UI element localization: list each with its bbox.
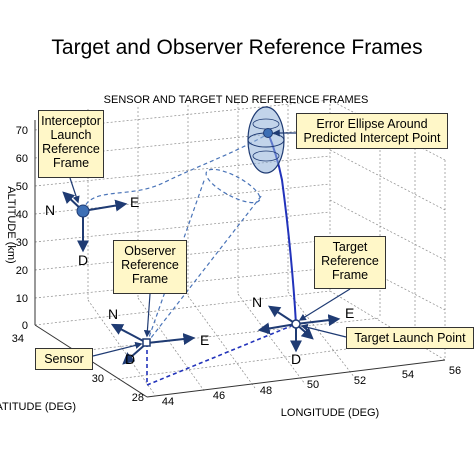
x-tick: 46 [213, 390, 225, 402]
target-launch-marker [291, 319, 301, 329]
callout-line: Target [332, 240, 368, 254]
target-frame [257, 305, 341, 353]
sensor-marker [142, 338, 151, 347]
interceptor-n-label: N [45, 202, 55, 218]
y-tick: 30 [92, 373, 104, 385]
callout-line: Reference [321, 254, 379, 268]
x-tick: 52 [354, 375, 366, 387]
callout-line: Error Ellipse Around [316, 117, 428, 131]
observer-d-label: D [125, 351, 135, 367]
plot-title: SENSOR AND TARGET NED REFERENCE FRAMES [104, 94, 369, 106]
callout-leaders [69, 129, 351, 357]
z-tick: 70 [16, 125, 28, 137]
z-axis-label: ALTITUDE (km) [5, 186, 17, 263]
interceptor-frame-callout: Interceptor Launch Reference Frame [38, 110, 104, 178]
target-e-label: E [345, 305, 354, 321]
z-tick: 0 [22, 320, 28, 332]
callout-line: Interceptor [41, 114, 101, 128]
x-tick: 56 [449, 365, 461, 377]
observer-frame-callout: Observer Reference Frame [113, 240, 187, 294]
observer-e-label: E [200, 332, 209, 348]
target-d-label: D [291, 351, 301, 367]
x-tick-labels: 44 46 48 50 52 54 56 [162, 365, 461, 408]
z-tick: 40 [16, 209, 28, 221]
interceptor-flyout-path [82, 133, 269, 212]
x-tick: 48 [260, 385, 272, 397]
callout-line: Frame [131, 272, 169, 286]
sensor-callout: Sensor [35, 348, 93, 370]
page-title: Target and Observer Reference Frames [51, 36, 423, 59]
target-frame-callout: Target Reference Frame [314, 236, 386, 289]
y-tick: 34 [12, 333, 24, 345]
callout-line: Sensor [44, 352, 84, 366]
callout-line: Reference [42, 142, 100, 156]
callout-line: Frame [52, 156, 90, 170]
z-tick-labels: 0 10 20 30 40 50 60 70 [16, 125, 28, 332]
observer-n-label: N [108, 306, 118, 322]
callout-line: Frame [331, 268, 369, 282]
x-tick: 44 [162, 396, 174, 408]
interceptor-e-label: E [130, 194, 139, 210]
target-launch-point-callout: Target Launch Point [346, 327, 474, 349]
interceptor-d-label: D [78, 252, 88, 268]
callout-line: Reference [121, 258, 179, 272]
z-tick: 60 [16, 153, 28, 165]
y-axis-label: LATITUDE (DEG) [0, 401, 76, 413]
interceptor-launch-point [76, 204, 90, 218]
x-tick: 50 [307, 379, 319, 391]
y-tick: 28 [132, 392, 144, 404]
z-tick: 10 [16, 293, 28, 305]
x-axis-label: LONGITUDE (DEG) [281, 407, 379, 419]
callout-line: Observer [124, 244, 176, 258]
error-ellipse-callout: Error Ellipse Around Predicted Intercept… [296, 113, 448, 149]
target-n-label: N [252, 294, 262, 310]
callout-line: Predicted Intercept Point [303, 131, 441, 145]
z-tick: 30 [16, 237, 28, 249]
x-tick: 54 [402, 369, 414, 381]
error-ellipse [247, 106, 285, 174]
callout-line: Target Launch Point [354, 331, 466, 345]
z-tick: 20 [16, 265, 28, 277]
z-tick: 50 [16, 181, 28, 193]
callout-line: Launch [50, 128, 92, 142]
sensor-baseline [146, 323, 297, 386]
